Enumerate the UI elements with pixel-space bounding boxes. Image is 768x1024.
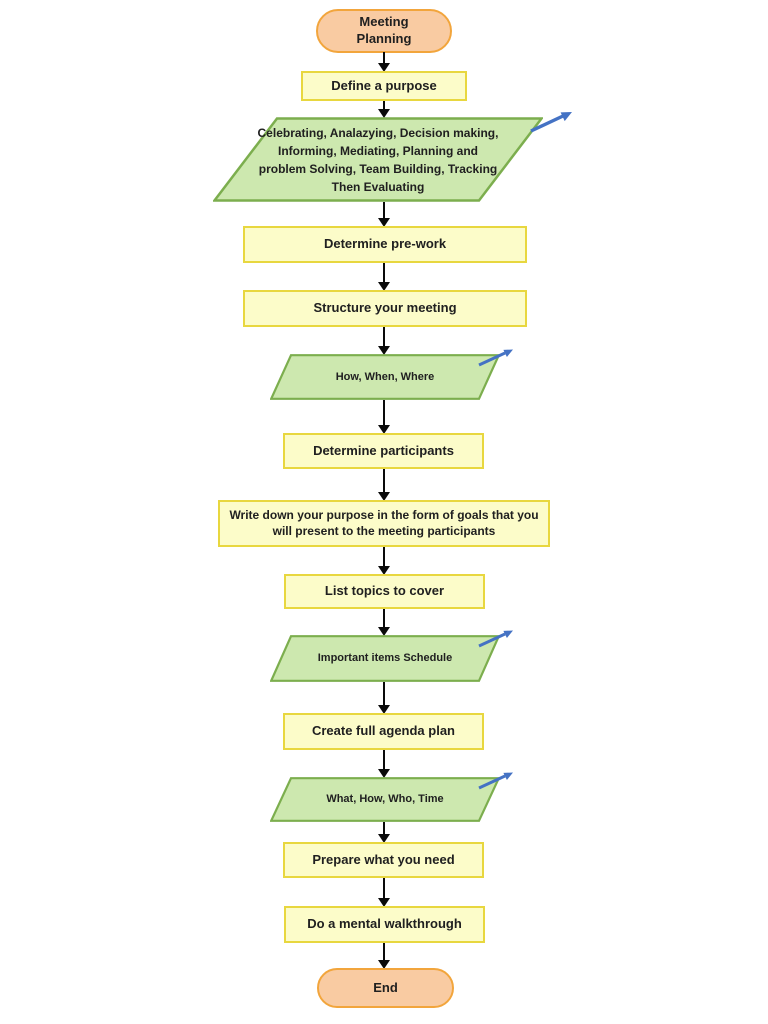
node-label: Write down your purpose in the form of g… (229, 507, 539, 538)
flow-arrow-down (377, 878, 391, 907)
node-what-how-who-time: What, How, Who, Time (270, 772, 513, 822)
flow-arrow-down (377, 750, 391, 778)
flow-arrow-down (377, 52, 391, 72)
node-label: Define a purpose (331, 77, 437, 93)
node-label: Prepare what you need (312, 851, 455, 867)
node-label: Celebrating, Analazying, Decision making… (257, 125, 499, 194)
node-prepare-what-you-need: Prepare what you need (283, 842, 484, 878)
node-create-full-agenda-plan: Create full agenda plan (283, 713, 484, 750)
flow-arrow-down (377, 682, 391, 714)
node-do-a-mental-walkthrough: Do a mental walkthrough (284, 906, 485, 943)
node-label: Determine pre-work (323, 236, 447, 252)
parallelogram-shape (270, 354, 500, 400)
flow-arrow-down (377, 101, 391, 118)
node-label: Meeting Planning (356, 14, 412, 46)
parallelogram-shape (270, 777, 500, 822)
node-label: List topics to cover (324, 583, 445, 599)
node-determine-pre-work: Determine pre-work (243, 226, 527, 263)
flow-arrow-down (377, 400, 391, 434)
node-label: Do a mental walkthrough (307, 916, 462, 932)
node-how-when-where: How, When, Where (270, 349, 513, 400)
node-label: Create full agenda plan (311, 723, 456, 739)
node-purpose-types: Celebrating, Analazying, Decision making… (213, 112, 572, 202)
flow-arrow-down (377, 327, 391, 355)
node-end: End (317, 968, 454, 1008)
flow-arrow-down (377, 547, 391, 575)
node-important-items-schedule: Important items Schedule (270, 630, 513, 682)
node-label: How, When, Where (335, 370, 435, 383)
node-label: End (373, 979, 398, 995)
flow-arrow-down (377, 469, 391, 501)
flow-arrow-down (377, 822, 391, 843)
parallelogram-shape (270, 635, 500, 682)
flow-arrow-down (377, 202, 391, 227)
node-list-topics-to-cover: List topics to cover (284, 574, 485, 609)
node-label: What, How, Who, Time (326, 793, 444, 806)
parallelogram-shape (213, 117, 543, 202)
node-label: Determine participants (313, 442, 454, 458)
flow-arrow-down (377, 609, 391, 636)
node-determine-participants: Determine participants (283, 433, 484, 469)
flow-arrow-down (377, 263, 391, 291)
node-write-down-goals: Write down your purpose in the form of g… (218, 500, 550, 547)
node-label: Structure your meeting (313, 300, 457, 316)
flow-arrow-down (377, 943, 391, 969)
node-start: Meeting Planning (316, 9, 452, 53)
node-define-a-purpose: Define a purpose (301, 71, 467, 101)
node-label: Important items Schedule (317, 652, 453, 665)
node-structure-your-meeting: Structure your meeting (243, 290, 527, 327)
